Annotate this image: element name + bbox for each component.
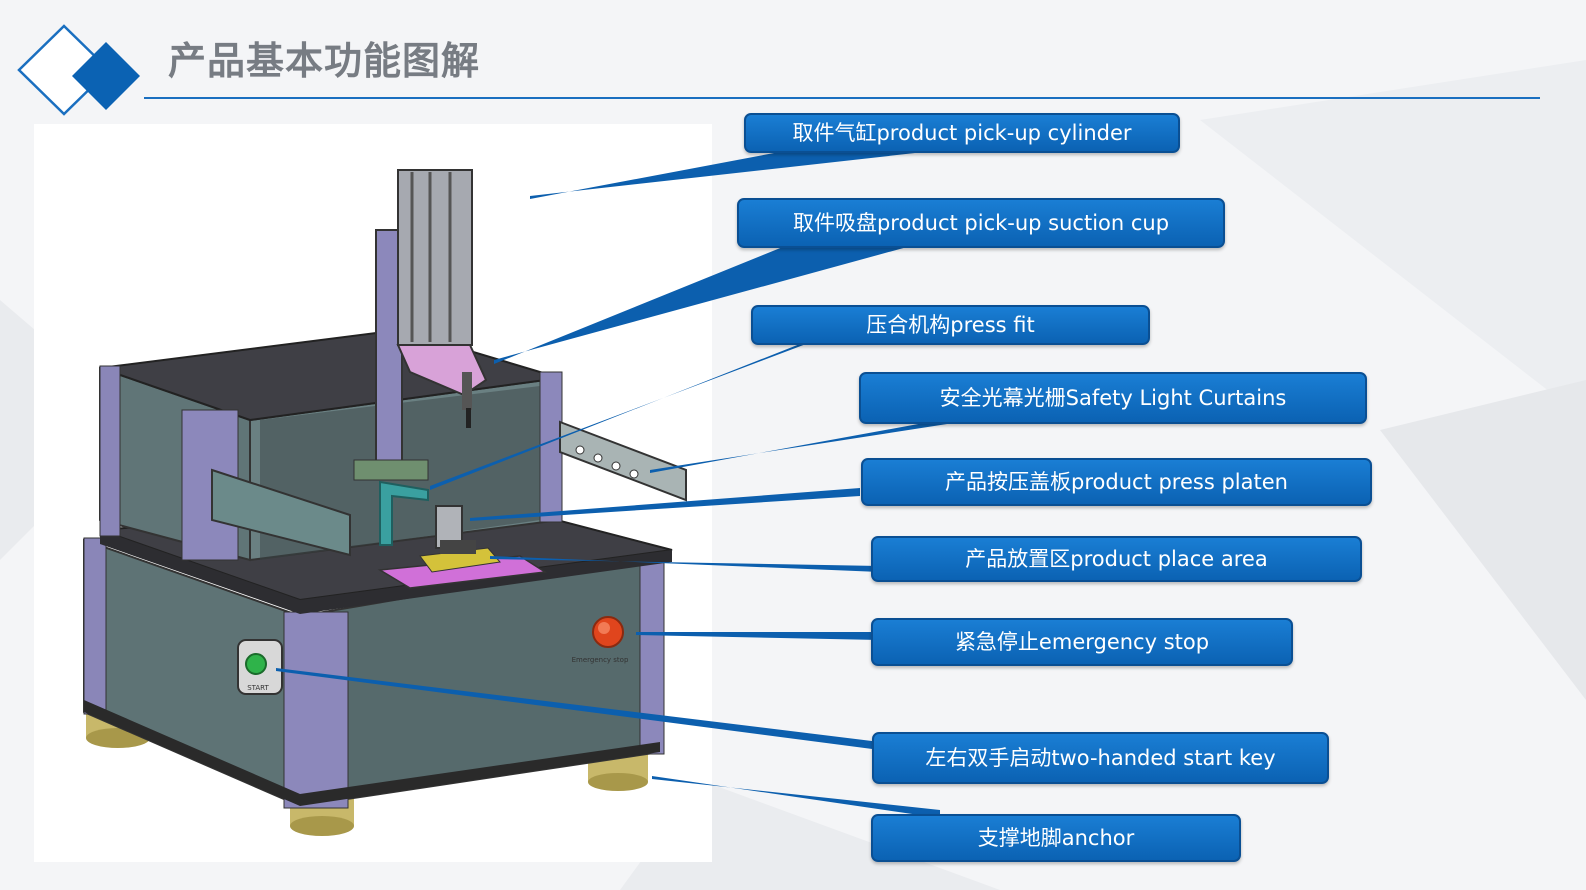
product-place-area <box>377 540 548 589</box>
emergency-stop-label: Emergency stop <box>572 656 629 664</box>
light-curtain-bars <box>211 420 687 557</box>
pickup-cylinder-column <box>353 169 488 481</box>
lower-cabinet <box>83 537 665 809</box>
callout-anchor: 支撑地脚anchor <box>871 814 1241 862</box>
callout-light-curtains: 安全光幕光栅Safety Light Curtains <box>859 372 1367 424</box>
callout-suction-cup: 取件吸盘product pick-up suction cup <box>737 198 1225 248</box>
logo-diamonds <box>17 24 140 116</box>
emergency-stop-button: Emergency stop <box>572 616 629 664</box>
callout-place-area: 产品放置区product place area <box>871 536 1362 582</box>
page-title: 产品基本功能图解 <box>168 39 481 83</box>
callout-pickup-cylinder: 取件气缸product pick-up cylinder <box>744 113 1180 153</box>
title-underline <box>144 97 1540 99</box>
start-button: START <box>237 639 283 695</box>
callout-start-key: 左右双手启动two-handed start key <box>872 732 1329 784</box>
callout-press-fit: 压合机构press fit <box>751 305 1150 345</box>
press-fit-bracket <box>379 480 429 546</box>
callout-emergency-stop: 紧急停止emergency stop <box>871 618 1293 666</box>
callout-press-platen: 产品按压盖板product press platen <box>861 458 1372 506</box>
start-button-label: START <box>247 684 269 692</box>
leader-lines <box>276 148 960 818</box>
